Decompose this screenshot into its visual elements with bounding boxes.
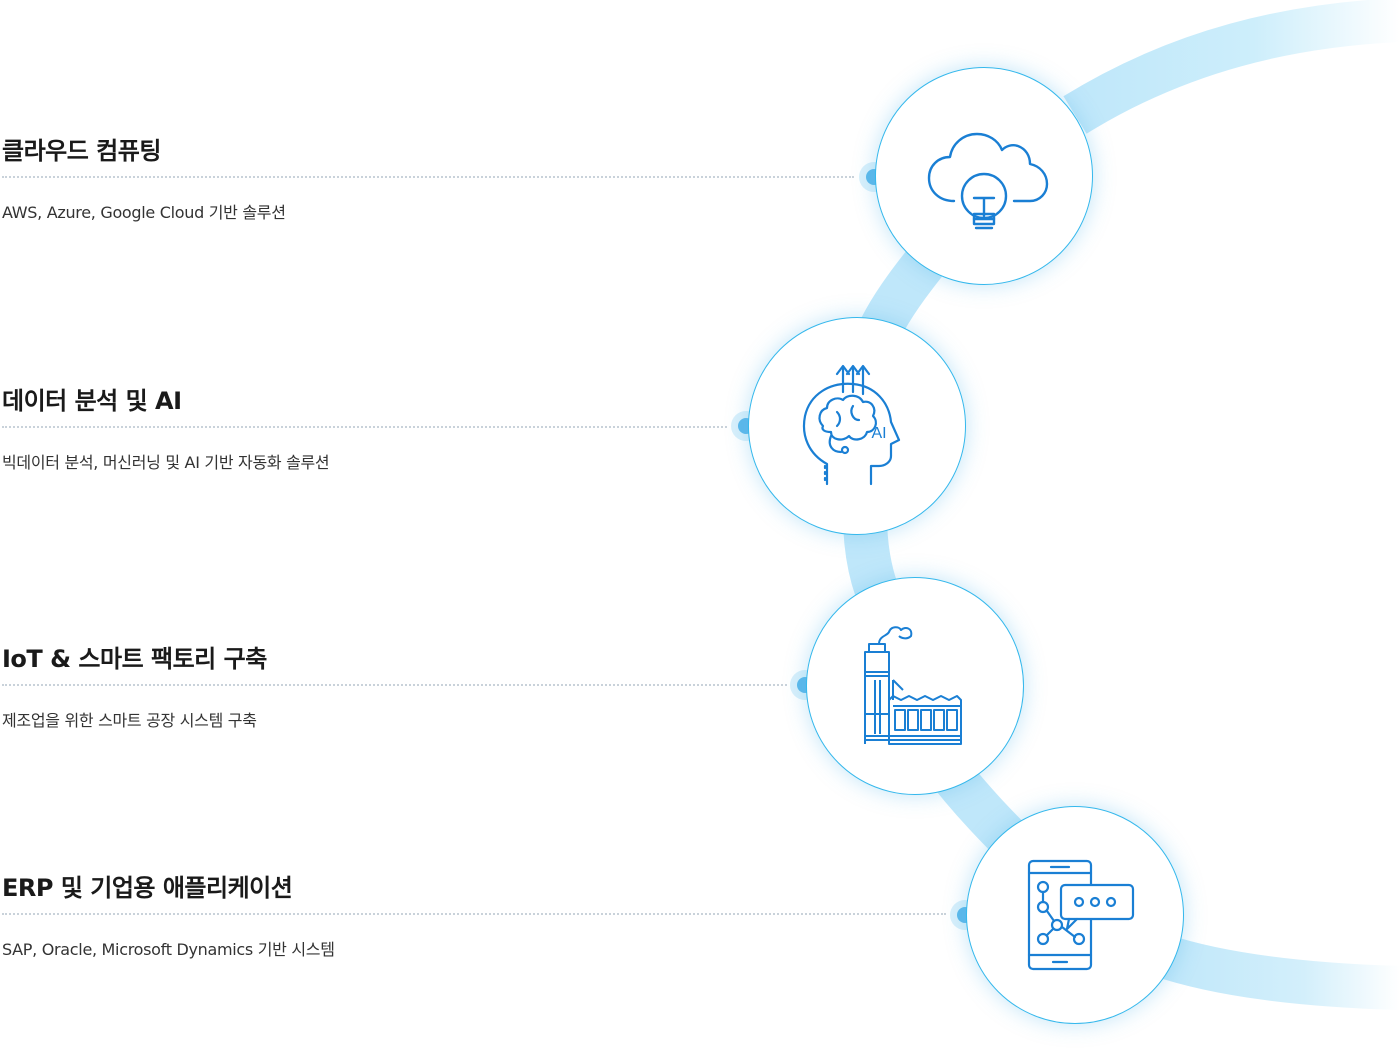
service-description: 빅데이터 분석, 머신러닝 및 AI 기반 자동화 솔루션 <box>2 453 330 472</box>
smart-factory-icon-circle <box>806 577 1024 795</box>
dotted-connector <box>2 684 787 686</box>
cloud-lightbulb-icon <box>927 132 1049 230</box>
cloud-lightbulb-icon-circle <box>875 67 1093 285</box>
service-description: SAP, Oracle, Microsoft Dynamics 기반 시스템 <box>2 940 335 959</box>
dotted-connector <box>2 176 854 178</box>
service-title: IoT & 스마트 팩토리 구축 <box>2 645 267 673</box>
service-title: 데이터 분석 및 AI <box>2 387 182 415</box>
dotted-connector <box>2 426 727 428</box>
ai-label: AI <box>871 425 886 442</box>
ai-head-brain-icon: AI <box>802 364 901 486</box>
service-title: 클라우드 컴퓨팅 <box>2 137 161 165</box>
mobile-app-chat-icon <box>1027 859 1135 971</box>
dotted-connector <box>2 913 946 915</box>
mobile-app-chat-icon-circle <box>966 806 1184 1024</box>
service-description: 제조업을 위한 스마트 공장 시스템 구축 <box>2 711 257 730</box>
smart-factory-icon <box>864 626 962 745</box>
service-title: ERP 및 기업용 애플리케이션 <box>2 874 293 902</box>
service-description: AWS, Azure, Google Cloud 기반 솔루션 <box>2 203 286 222</box>
ai-head-brain-icon-circle: AI <box>748 317 966 535</box>
